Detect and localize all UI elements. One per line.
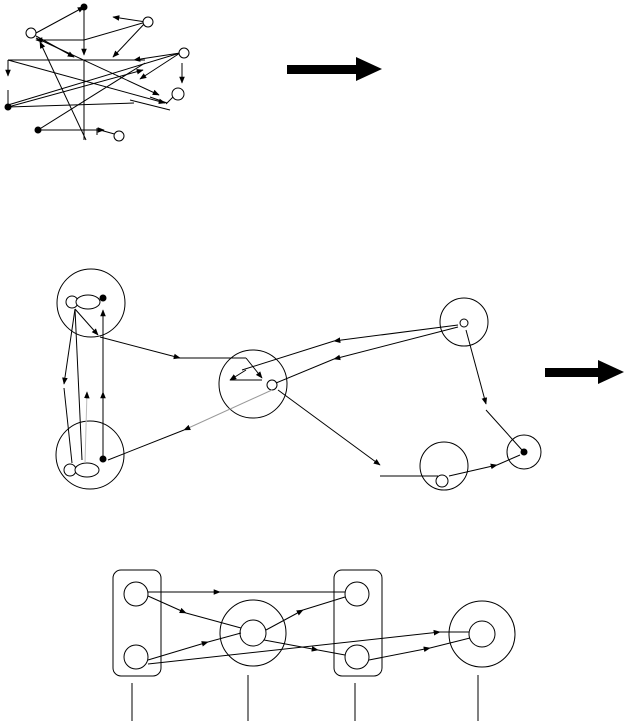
edge (265, 609, 304, 631)
cluster-circle (419, 441, 469, 491)
edge (277, 389, 381, 466)
cluster-box (112, 569, 162, 677)
edge (333, 326, 459, 361)
edge (7, 52, 181, 106)
node-hollow (468, 620, 496, 648)
cluster-circle (218, 349, 288, 419)
node-hollow (435, 474, 449, 488)
edge (39, 41, 87, 141)
node-hollow (178, 47, 190, 59)
edge (37, 62, 146, 131)
edge (229, 369, 247, 381)
edge (112, 21, 147, 58)
edge (74, 308, 99, 336)
edge (333, 324, 459, 343)
edge (429, 637, 471, 649)
cluster-circle (506, 434, 542, 470)
node-hollow (459, 318, 469, 328)
node-hollow (266, 379, 278, 391)
edge (147, 641, 209, 661)
edge (35, 37, 160, 96)
node-hollow (142, 16, 154, 28)
edge (241, 340, 335, 371)
edge (63, 387, 73, 464)
edge (147, 595, 187, 614)
clustered-graph-panel (55, 268, 542, 491)
edge (84, 391, 90, 464)
cluster-circle (55, 420, 125, 490)
node-hollow (113, 130, 125, 142)
edge (7, 59, 166, 105)
cluster-circle (448, 600, 516, 668)
transition-arrow (545, 360, 624, 384)
edge (275, 358, 335, 384)
node-hollow (239, 619, 267, 647)
edge (139, 52, 181, 80)
node-filled (80, 3, 88, 11)
edge (263, 639, 319, 652)
node-filled (520, 448, 528, 456)
edge (83, 21, 147, 41)
cluster-circle (439, 297, 489, 347)
edge (485, 409, 523, 451)
transition-arrow (287, 57, 382, 81)
node-filled (34, 126, 42, 134)
node-hollow (344, 581, 370, 607)
edge (7, 68, 144, 108)
edge (112, 15, 147, 23)
node-hollow (123, 644, 149, 670)
node-hollow (123, 581, 149, 607)
node-hollow (75, 294, 101, 310)
edge (107, 429, 185, 461)
node-filled (99, 294, 107, 302)
node-filled (4, 103, 12, 111)
edge (368, 646, 431, 661)
cluster-circle (56, 268, 126, 338)
edge (207, 632, 242, 643)
condensed-graph-panel (112, 569, 516, 721)
node-hollow (74, 462, 100, 478)
edge (245, 357, 263, 379)
edge (149, 96, 168, 104)
cluster-box (333, 569, 383, 677)
edge (133, 52, 181, 62)
edge (7, 102, 135, 108)
edge (35, 6, 85, 34)
node-hollow (25, 27, 37, 39)
edge (317, 649, 346, 656)
raw-graph-panel (4, 3, 190, 142)
edge (496, 454, 521, 466)
edge (99, 336, 181, 360)
edge (183, 389, 273, 431)
edge (465, 329, 488, 405)
edge (74, 308, 83, 461)
edge (62, 308, 76, 385)
cluster-circle (219, 599, 287, 667)
node-hollow (171, 87, 185, 101)
node-hollow (63, 463, 77, 477)
edge (147, 629, 441, 665)
edge (185, 612, 242, 629)
edge (302, 596, 346, 611)
edge (129, 99, 171, 111)
edge (448, 463, 498, 477)
node-hollow (344, 644, 370, 670)
